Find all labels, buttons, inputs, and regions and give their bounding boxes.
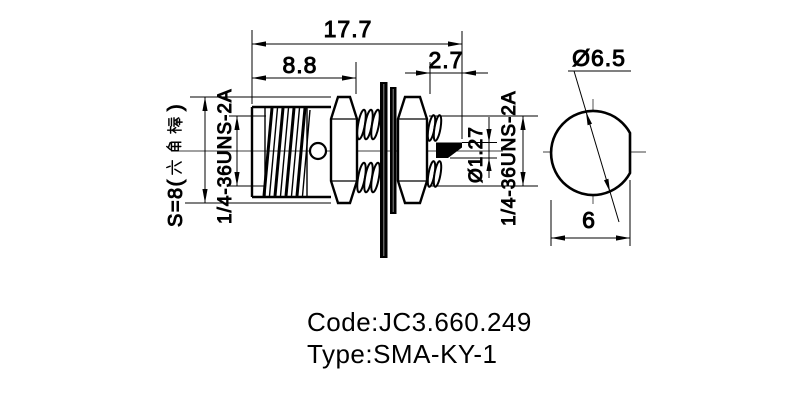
center-hole (308, 141, 328, 161)
dim-hex-across-flats: S=8( ) (165, 103, 188, 228)
panel-plate (380, 82, 397, 258)
dim-across-flat: 6 (582, 207, 596, 233)
end-view: Ø6.5 6 (543, 45, 646, 246)
hex-nut-rear (396, 95, 429, 205)
dim-front-length: 8.8 (283, 52, 318, 78)
code-text: Code:JC3.660.249 (307, 307, 532, 337)
diameter-leader (568, 70, 631, 223)
front-threads (262, 107, 311, 197)
leader-arrowheads (586, 112, 610, 192)
dim-rear-length: 2.7 (429, 47, 464, 73)
solder-pin (436, 142, 462, 158)
cjk-hex-bar-glyphs (166, 117, 183, 176)
svg-text:1/4-36UNS-2A: 1/4-36UNS-2A (499, 90, 520, 226)
hex-nut-front (329, 95, 359, 205)
dim-pin-diameter: Ø1.27 (466, 126, 488, 184)
title-block: Code:JC3.660.249 Type:SMA-KY-1 (307, 306, 532, 370)
dim-end-diameter: Ø6.5 (572, 45, 626, 71)
dim-rear-thread: 1/4-36UNS-2A (499, 90, 521, 227)
rear-thread-scallops (426, 114, 443, 188)
type-text: Type:SMA-KY-1 (307, 339, 498, 369)
hex-label-suffix: ) (165, 103, 187, 111)
dim-front-thread: 1/4-36UNS-2A (215, 88, 237, 225)
svg-text:1/4-36UNS-2A: 1/4-36UNS-2A (215, 88, 236, 224)
hex-label-prefix: S=8( (165, 178, 187, 227)
dim-overall-length: 17.7 (324, 16, 373, 42)
middle-thread-scallops (356, 108, 381, 194)
side-view: 17.7 8.8 2.7 S=8( ) (165, 16, 538, 258)
end-view-circle (549, 109, 632, 197)
arrowheads (202, 41, 526, 203)
flat-width-arrowheads (551, 235, 630, 241)
svg-text:Ø1.27: Ø1.27 (466, 126, 487, 183)
